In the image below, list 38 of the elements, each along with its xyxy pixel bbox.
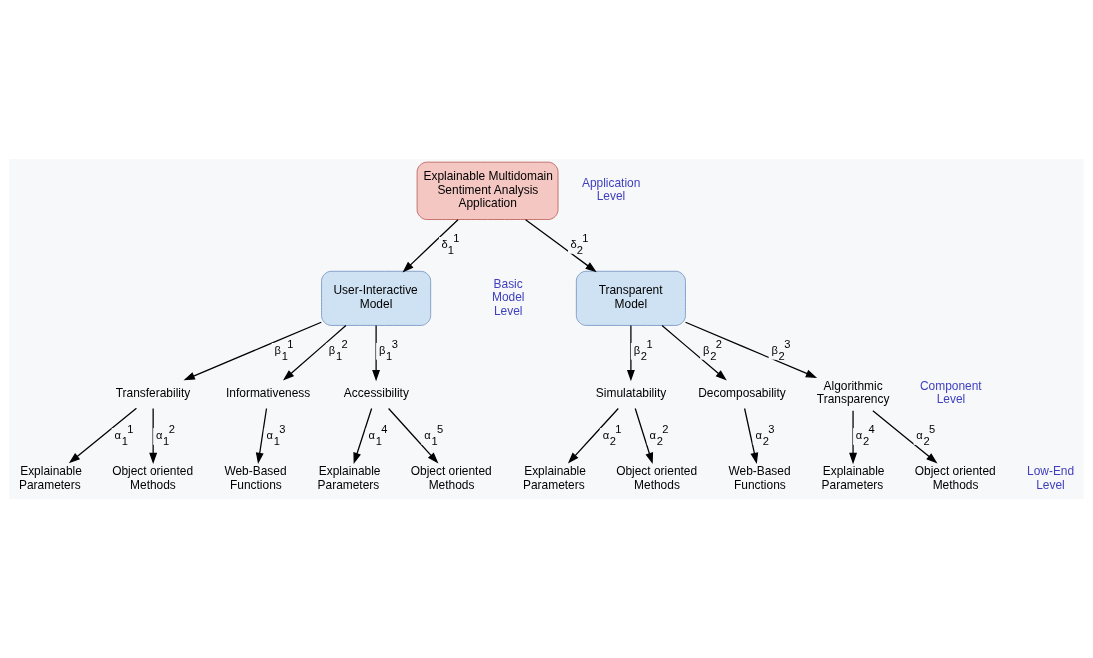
node-text: Explainable Parameters [821, 464, 885, 492]
arrow [372, 324, 381, 382]
node-box: Explainable Multidomain Sentiment Analysis Application [416, 161, 559, 220]
node-text: Object oriented Methods [914, 464, 996, 492]
arrow [387, 407, 439, 464]
node-text: Explainable Parameters [18, 464, 82, 492]
node-box: Transparent Model [575, 270, 686, 326]
node-text: Informativeness [226, 385, 311, 400]
node-box: User-Interactive Model [321, 270, 432, 326]
arrow [567, 407, 619, 464]
node-text: Object oriented Methods [410, 464, 492, 492]
node-text: Algorithmic Transparency [816, 378, 890, 407]
node-text: Transferability [115, 385, 191, 400]
arrow [402, 219, 459, 273]
node-text: Object oriented Methods [616, 464, 698, 492]
node-text: Decomposability [698, 385, 786, 400]
node-text: Accessibility [343, 385, 409, 400]
arrow [149, 407, 158, 465]
arrow [849, 410, 857, 465]
node-text: Object oriented Methods [112, 464, 194, 492]
arrow [282, 324, 347, 381]
node-text: Web-Based Functions [728, 464, 791, 492]
arrow [626, 324, 635, 382]
arrow [353, 407, 373, 464]
node-text: Explainable Parameters [317, 464, 381, 492]
node-text: Web-Based Functions [224, 464, 287, 492]
label: Application Level [581, 175, 641, 204]
arrow [524, 219, 597, 273]
arrow [183, 321, 322, 381]
label: Basic Model Level [491, 276, 525, 318]
node-text: Simulatability [595, 385, 667, 400]
label: Component Level [919, 378, 982, 407]
node-text: Explainable Parameters [523, 464, 586, 492]
arrow [634, 407, 654, 464]
arrow [743, 407, 759, 465]
label: Low-End Level [1027, 464, 1075, 492]
arrow [255, 407, 268, 465]
arrow [684, 321, 818, 378]
